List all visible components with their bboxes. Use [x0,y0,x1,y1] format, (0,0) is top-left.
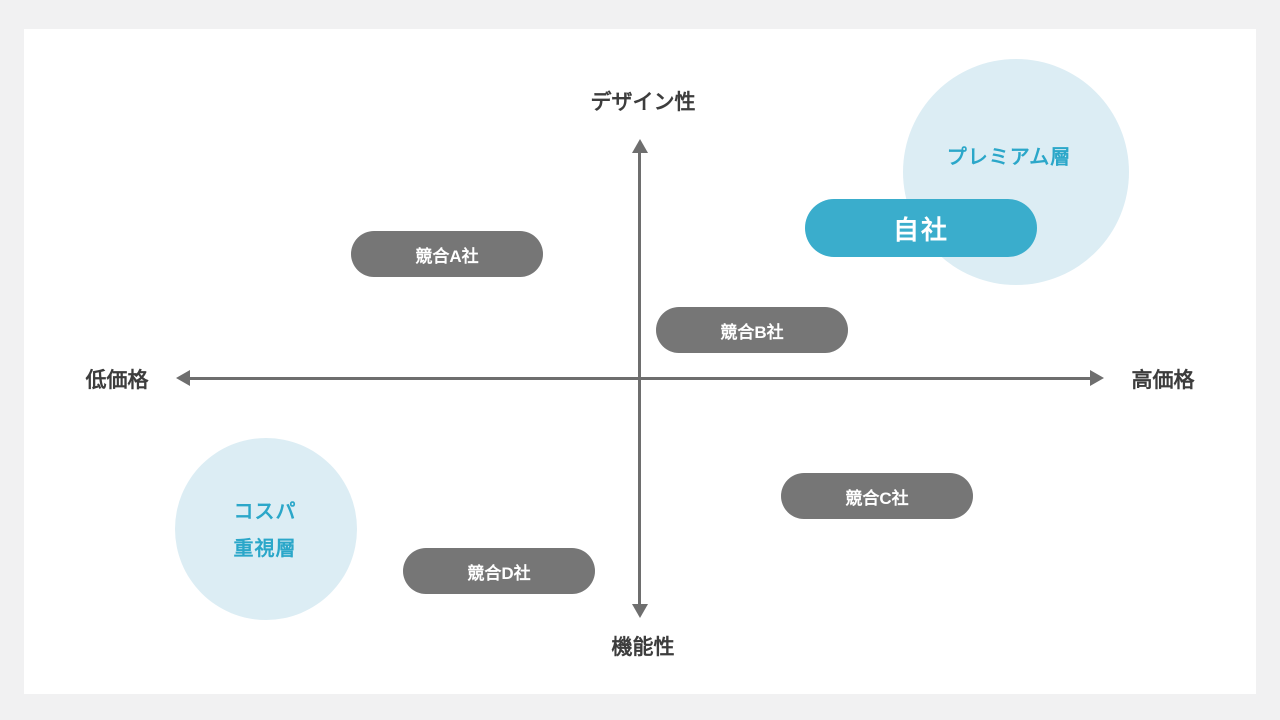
axis-label-design: デザイン性 [590,91,696,114]
segment-label-cost-performance: コスパ 重視層 [234,494,297,568]
axis-label-low-price: 低価格 [85,369,149,392]
arrow-down-icon [632,604,648,618]
arrow-right-icon [1090,370,1104,386]
segment-label-cost-performance-line1: コスパ [233,501,297,523]
segment-label-cost-performance-line2: 重視層 [233,538,297,560]
pill-competitor-a: 競合A社 [351,231,543,277]
horizontal-axis-line [187,377,1093,380]
pill-competitor-b: 競合B社 [656,307,848,353]
pill-competitor-c: 競合C社 [781,473,973,519]
arrow-up-icon [632,139,648,153]
segment-circle-cost-performance [175,438,357,620]
segment-label-premium: プレミアム層 [946,146,1072,169]
arrow-left-icon [176,370,190,386]
pill-competitor-d: 競合D社 [403,548,595,594]
axis-label-functionality: 機能性 [611,636,675,659]
axis-label-high-price: 高価格 [1131,369,1195,392]
pill-self-company: 自社 [805,199,1037,257]
